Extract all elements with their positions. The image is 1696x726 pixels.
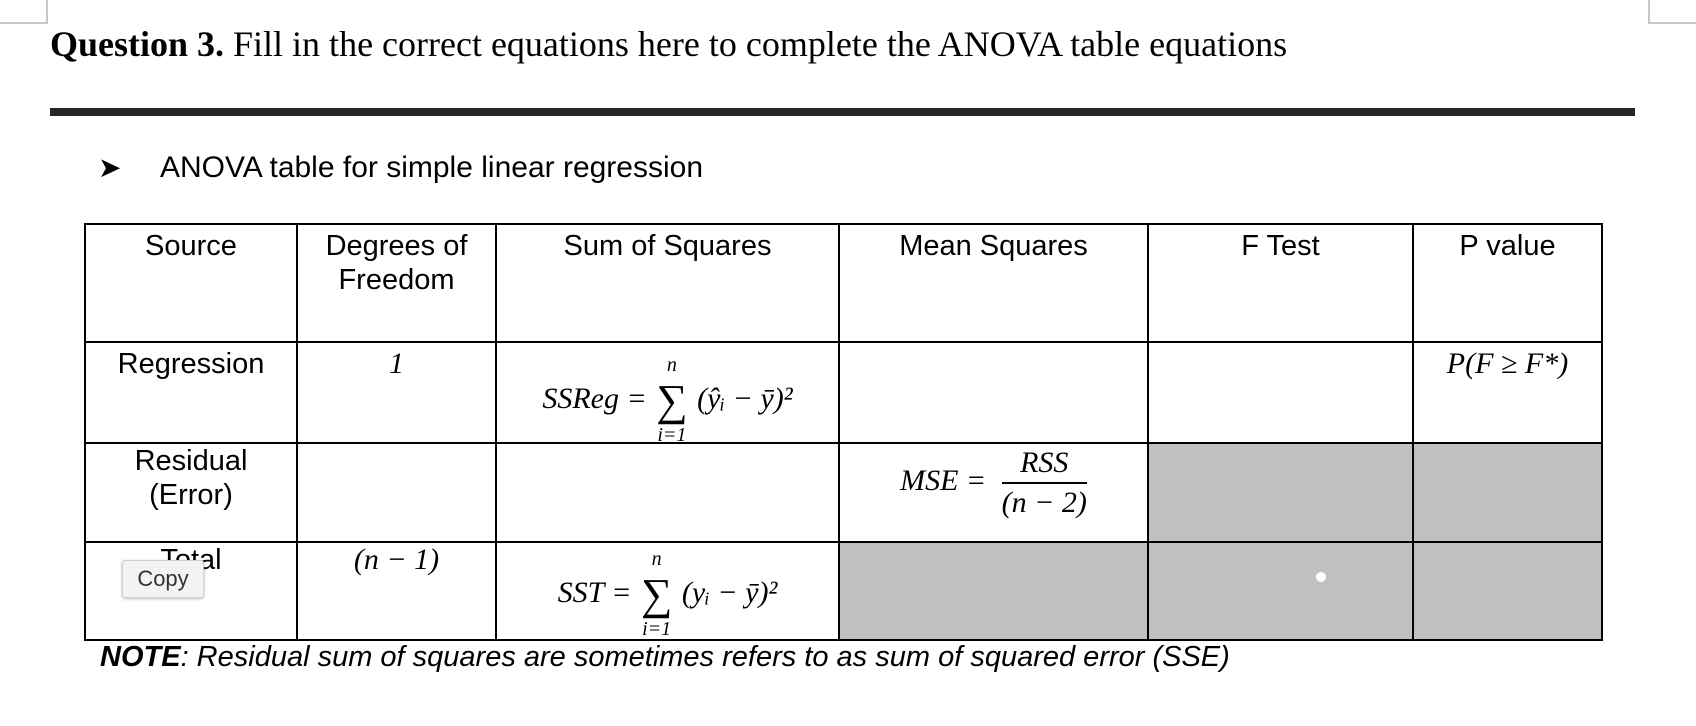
- mse-fraction: RSS (n − 2): [1001, 446, 1087, 520]
- cell-ms-regression[interactable]: [838, 341, 1149, 444]
- cell-f-residual-shaded: [1147, 442, 1414, 543]
- mse-denominator: (n − 2): [1001, 486, 1087, 519]
- mse-lhs: MSE =: [900, 463, 987, 497]
- sst-term: (yᵢ − ȳ)²: [681, 575, 778, 609]
- mse-formula: MSE = RSS (n − 2): [840, 446, 1147, 520]
- cell-p-regression: P(F ≥ F*): [1412, 341, 1603, 444]
- header-mean-squares: Mean Squares: [838, 223, 1149, 343]
- sum-lower-limit: i=1: [657, 424, 687, 446]
- cell-df-residual[interactable]: [296, 442, 497, 543]
- cell-f-total-shaded: [1147, 541, 1414, 641]
- header-p-value: P value: [1412, 223, 1603, 343]
- sum-lower-limit: i=1: [642, 618, 672, 640]
- cell-f-regression[interactable]: [1147, 341, 1414, 444]
- ssreg-term: (ŷᵢ − ȳ)²: [697, 381, 793, 415]
- question-heading: Question 3. Fill in the correct equation…: [50, 22, 1287, 66]
- cell-p-residual-shaded: [1412, 442, 1603, 543]
- question-number: Question 3.: [50, 24, 225, 64]
- cell-p-total-shaded: [1412, 541, 1603, 641]
- cursor-dot-icon: [1316, 572, 1326, 582]
- table-note: NOTE: Residual sum of squares are someti…: [100, 640, 1230, 674]
- sum-upper-limit: n: [666, 354, 677, 376]
- header-degrees-of-freedom: Degrees of Freedom: [296, 223, 497, 343]
- page-corner-mark-right: [1648, 0, 1696, 24]
- arrowhead-bullet-icon: ➤: [98, 152, 122, 183]
- mse-numerator: RSS: [1001, 446, 1087, 484]
- cell-source-regression: Regression: [84, 341, 298, 444]
- copy-button[interactable]: Copy: [122, 560, 204, 598]
- horizontal-rule: [50, 108, 1635, 116]
- header-f-test: F Test: [1147, 223, 1414, 343]
- cell-df-regression: 1: [296, 341, 497, 444]
- table-row-residual: Residual (Error) MSE = RSS (n − 2): [84, 442, 1603, 543]
- cell-ms-residual: MSE = RSS (n − 2): [838, 442, 1149, 543]
- cell-source-residual: Residual (Error): [84, 442, 298, 543]
- header-sum-of-squares: Sum of Squares: [495, 223, 840, 343]
- note-label: NOTE: [100, 641, 181, 673]
- table-row-total: Total (n − 1) SST = ∑ni=1 (yᵢ − ȳ)²: [84, 541, 1603, 641]
- page-corner-mark-left: [0, 0, 48, 24]
- cell-ss-residual[interactable]: [495, 442, 840, 543]
- section-heading: ➤ ANOVA table for simple linear regressio…: [98, 150, 703, 186]
- anova-table: Source Degrees of Freedom Sum of Squares…: [84, 223, 1603, 641]
- section-heading-text: ANOVA table for simple linear regression: [160, 151, 704, 184]
- table-header-row: Source Degrees of Freedom Sum of Squares…: [84, 223, 1603, 343]
- sst-lhs: SST =: [557, 575, 632, 609]
- sum-upper-limit: n: [651, 548, 662, 570]
- cell-ms-total-shaded: [838, 541, 1149, 641]
- ssreg-lhs: SSReg =: [542, 381, 647, 415]
- note-text: : Residual sum of squares are sometimes …: [180, 641, 1230, 673]
- question-text: Fill in the correct equations here to co…: [233, 24, 1288, 64]
- cell-df-total: (n − 1): [296, 541, 497, 641]
- header-source: Source: [84, 223, 298, 343]
